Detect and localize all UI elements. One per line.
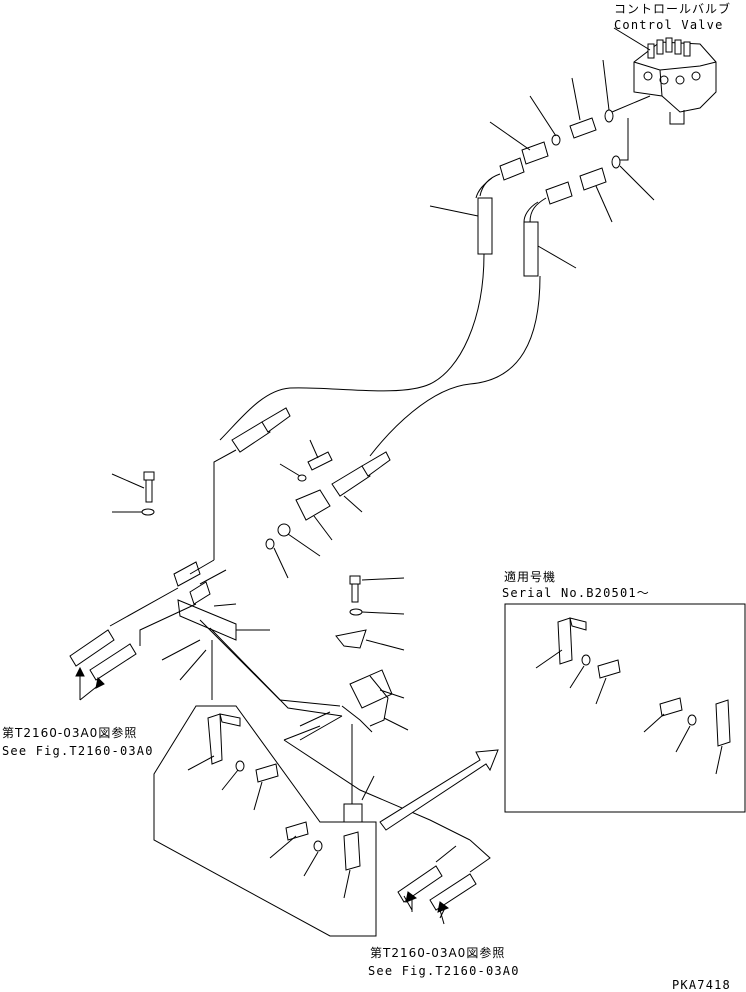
bracket-group-left: [153, 705, 377, 937]
hose-upper-left: [219, 157, 525, 441]
connector-block: [265, 439, 333, 579]
control-valve-label-en: Control Valve: [614, 18, 724, 32]
tube-assembly-center: [283, 575, 471, 841]
ref-left-label-jp: 第T2160-03A0図参照: [2, 726, 138, 740]
drawing-number: PKA7418: [672, 978, 731, 992]
left-hoses: [69, 587, 197, 701]
tube-assembly-left: [161, 559, 343, 717]
ref-bottom-label-jp: 第T2160-03A0図参照: [370, 946, 506, 960]
valve-fittings: [489, 59, 655, 223]
bottom-hoses: [397, 839, 491, 925]
hose-upper-right: [369, 181, 577, 457]
hose-end-mid-right: [331, 451, 391, 513]
ref-left-label-en: See Fig.T2160-03A0: [2, 744, 154, 758]
serial-detail-box: [504, 603, 746, 813]
control-valve-label-jp: コントロールバルブ: [614, 2, 732, 16]
serial-label-jp: 適用号機: [504, 570, 557, 584]
ref-bottom-label-en: See Fig.T2160-03A0: [368, 964, 520, 978]
control-valve: [613, 27, 717, 125]
left-bolt-washer: [111, 471, 155, 516]
hose-end-mid-left: [213, 407, 291, 560]
direction-arrow: [379, 749, 499, 831]
serial-label-en: Serial No.B20501～: [502, 586, 650, 600]
